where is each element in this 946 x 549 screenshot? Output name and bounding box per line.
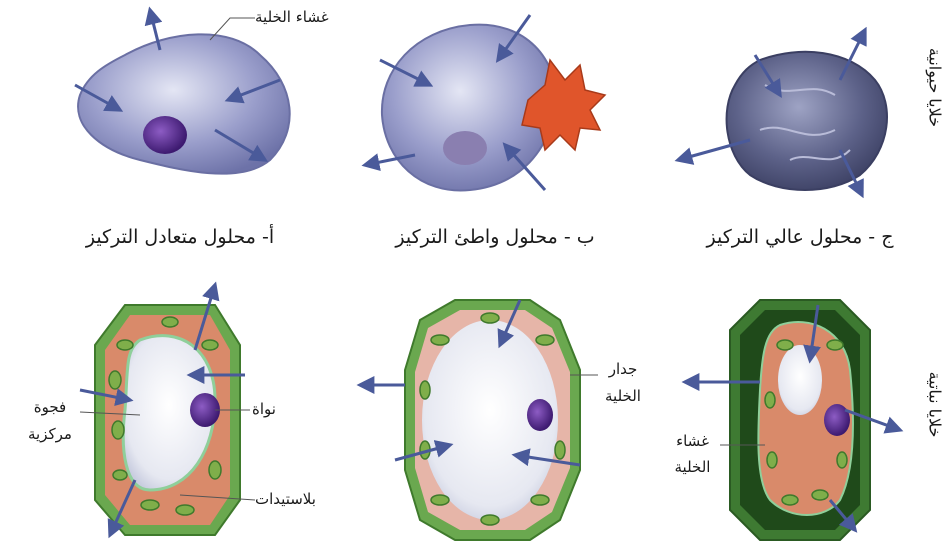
label-cell-membrane-plant-1: غشاء: [665, 432, 720, 450]
caption-hypotonic: ب - محلول واطئ التركيز: [360, 226, 630, 248]
plant-cell-hypertonic: [685, 300, 900, 540]
caption-hypertonic: ج - محلول عالي التركيز: [670, 226, 930, 248]
animal-cell-isotonic: [75, 10, 290, 174]
label-nucleus: نواة: [252, 400, 276, 418]
label-central-vacuole-2: مركزية: [20, 425, 80, 443]
label-plastids: بلاستيدات: [255, 490, 316, 508]
central-vacuole: [778, 345, 822, 415]
plant-cell-hypotonic: [360, 300, 598, 540]
caption-isotonic: أ- محلول متعادل التركيز: [45, 226, 315, 248]
row-label-animal: خلايا حيوانية: [926, 33, 945, 143]
label-central-vacuole-1: فجوة: [20, 398, 80, 416]
label-cell-wall-1: جدار: [598, 360, 648, 378]
nucleus: [527, 399, 553, 431]
animal-cell-hypertonic: [678, 30, 887, 195]
row-label-plant: خلايا نباتية: [926, 350, 945, 460]
cell-body: [727, 52, 887, 190]
label-cell-membrane-plant-2: الخلية: [665, 458, 720, 476]
plant-cell-isotonic: [80, 285, 255, 535]
label-cell-membrane-animal: غشاء الخلية: [255, 8, 329, 26]
nucleus: [143, 116, 187, 154]
nucleus: [443, 131, 487, 165]
label-cell-wall-2: الخلية: [598, 387, 648, 405]
nucleus: [824, 404, 850, 436]
animal-cell-hypotonic: [365, 15, 605, 190]
